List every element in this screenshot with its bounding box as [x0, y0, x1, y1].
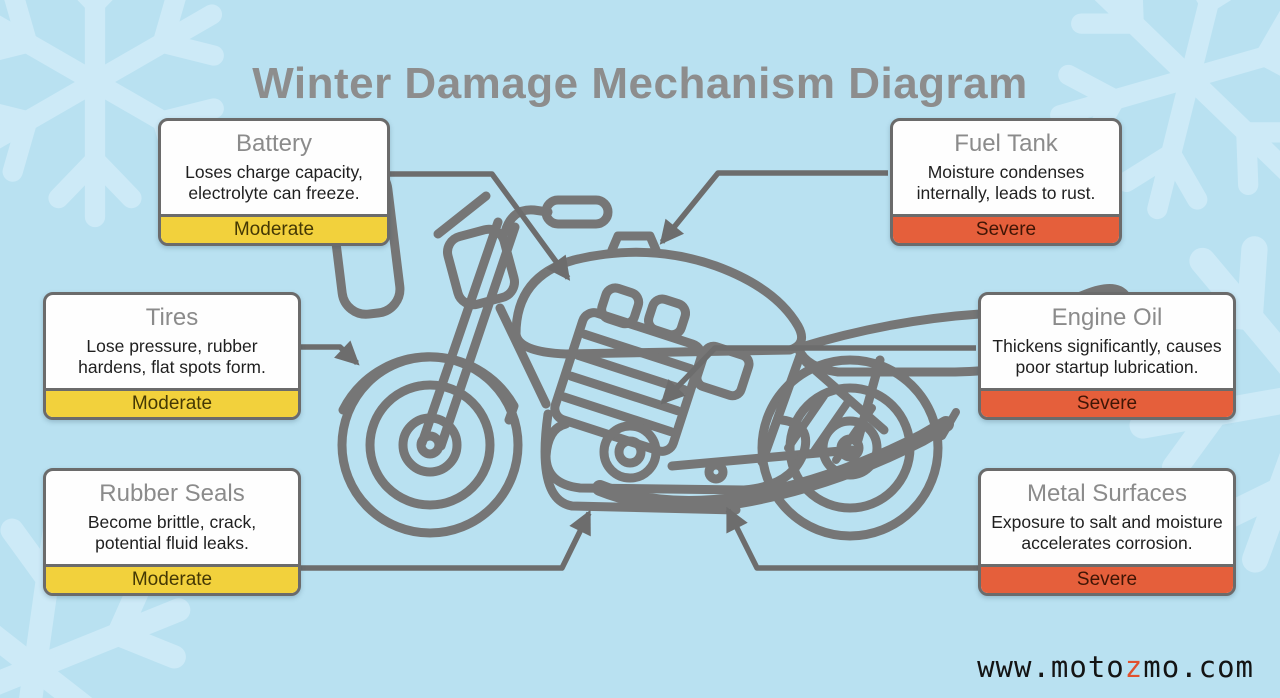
- callout-fuel-tank: Fuel Tank Moisture condenses internally,…: [890, 118, 1122, 246]
- connector-arrow-battery: [390, 171, 571, 281]
- front-fender: [338, 352, 519, 425]
- connector-arrow-rubber-seals: [299, 509, 592, 571]
- severity-badge: Severe: [981, 563, 1233, 593]
- callout-title: Fuel Tank: [954, 130, 1058, 157]
- callout-description: Lose pressure, rubber hardens, flat spot…: [78, 336, 266, 378]
- callout-description: Exposure to salt and moisture accelerate…: [991, 512, 1223, 554]
- website-watermark: www.motozmo.com: [977, 650, 1254, 684]
- connector-arrow-tires: [299, 340, 360, 366]
- callout-rubber-seals: Rubber Seals Become brittle, crack, pote…: [43, 468, 301, 596]
- website-suffix: mo.com: [1143, 650, 1254, 684]
- website-prefix: www.moto: [977, 650, 1125, 684]
- website-accent-letter: z: [1124, 650, 1144, 684]
- exhaust-pipe: [592, 408, 960, 512]
- callout-description: Moisture condenses internally, leads to …: [916, 162, 1096, 204]
- callout-title: Rubber Seals: [99, 480, 245, 507]
- severity-badge: Moderate: [46, 563, 298, 593]
- page-title: Winter Damage Mechanism Diagram: [252, 59, 1028, 109]
- connector-arrow-fuel-tank: [659, 170, 888, 245]
- severity-badge: Severe: [893, 213, 1119, 243]
- callout-description: Thickens significantly, causes poor star…: [992, 336, 1222, 378]
- callout-metal-surfaces: Metal Surfaces Exposure to salt and mois…: [978, 468, 1236, 596]
- engine: [541, 283, 811, 495]
- severity-badge: Moderate: [46, 387, 298, 417]
- headlight: [443, 224, 519, 310]
- front-fork: [417, 217, 520, 451]
- callout-description: Loses charge capacity, electrolyte can f…: [185, 162, 363, 204]
- callout-tires: Tires Lose pressure, rubber hardens, fla…: [43, 292, 301, 420]
- callout-title: Battery: [235, 130, 313, 157]
- callout-engine-oil: Engine Oil Thickens significantly, cause…: [978, 292, 1236, 420]
- frame: [495, 303, 889, 515]
- callout-title: Metal Surfaces: [1026, 480, 1188, 507]
- callout-battery: Battery Loses charge capacity, electroly…: [158, 118, 390, 246]
- severity-badge: Moderate: [161, 213, 387, 243]
- connector-arrow-engine-oil: [660, 345, 976, 405]
- connector-arrow-metal-surfaces: [725, 506, 980, 571]
- callout-title: Tires: [145, 304, 199, 331]
- callout-title: Engine Oil: [1051, 304, 1163, 331]
- severity-badge: Severe: [981, 387, 1233, 417]
- callout-description: Become brittle, crack, potential fluid l…: [87, 512, 257, 554]
